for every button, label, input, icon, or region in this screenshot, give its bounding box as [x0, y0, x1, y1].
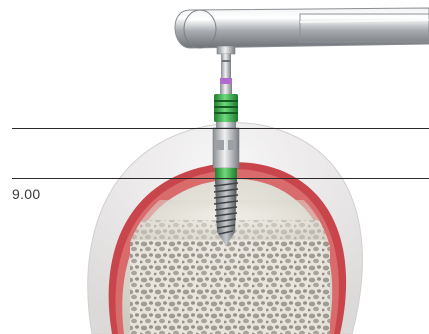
depth-measurement-label: 9.00 — [12, 186, 40, 202]
reference-line-top — [12, 128, 429, 129]
driver-depth-band — [220, 78, 232, 84]
handpiece — [175, 8, 429, 48]
implant-mount — [213, 94, 239, 168]
implant-driver — [217, 46, 235, 94]
reference-line-bottom — [12, 178, 429, 179]
